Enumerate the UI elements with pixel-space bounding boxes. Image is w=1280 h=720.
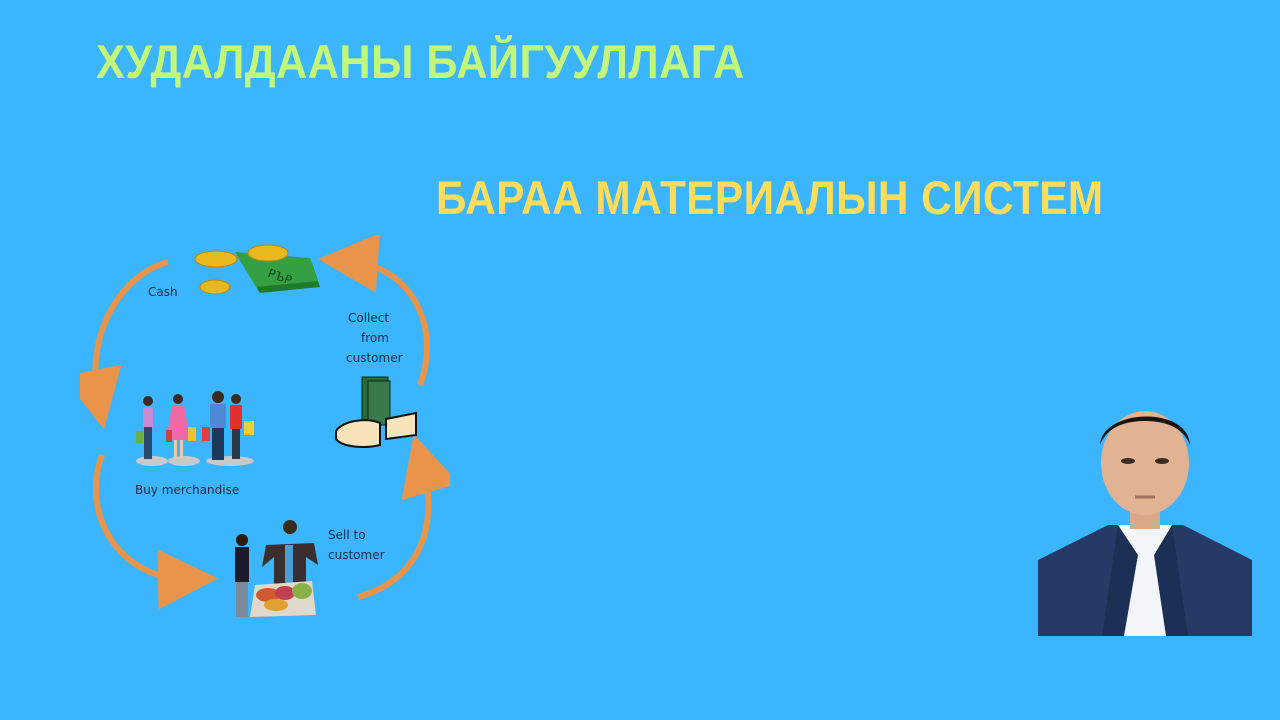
main-title: ХУДАЛДААНЫ БАЙГУУЛЛАГА <box>96 35 745 88</box>
subtitle: БАРАА МАТЕРИАЛЫН СИСТЕМ <box>436 171 1104 224</box>
sell-label-line2: customer <box>328 548 385 562</box>
hand-money-icon <box>335 376 417 448</box>
cash-label: Cash <box>148 285 178 299</box>
collect-label-line3: customer <box>346 351 403 365</box>
presenter-portrait-icon <box>1038 395 1252 636</box>
collect-label-line1: Collect <box>348 311 390 325</box>
collect-label-line2: from <box>361 331 389 345</box>
presenter-photo <box>1038 395 1252 636</box>
sell-label-line1: Sell to <box>328 528 366 542</box>
shoppers-icon <box>136 391 254 466</box>
seller-customer-icon <box>235 520 318 617</box>
cash-coins-icon: РЪР <box>194 244 320 295</box>
buy-merchandise-label: Buy merchandise <box>135 483 240 497</box>
operating-cycle-diagram: РЪР Cash <box>62 233 460 630</box>
cycle-arrows-icon: РЪР <box>62 233 460 617</box>
